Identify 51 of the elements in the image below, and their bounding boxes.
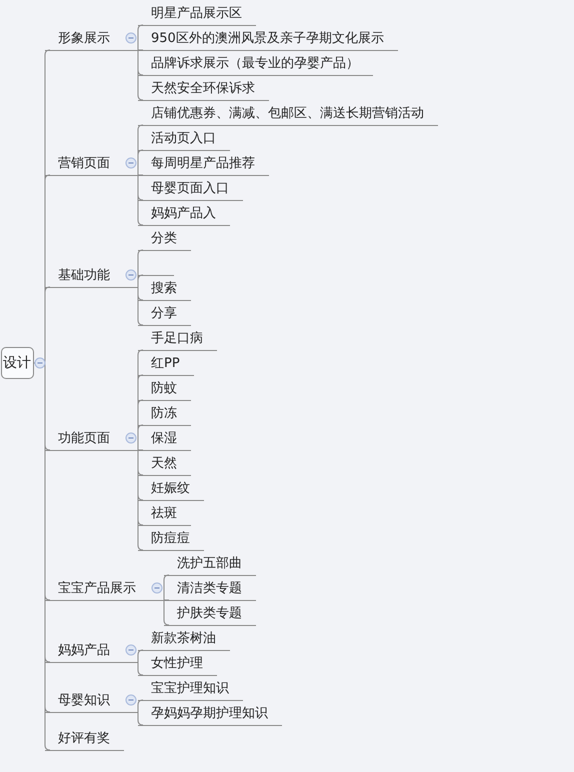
root-topic-box: 设计 <box>1 347 34 379</box>
subtopic: 红PP <box>138 352 194 376</box>
subtopic: 天然 <box>138 452 191 476</box>
subtopic: 明星产品展示区 <box>138 2 256 26</box>
subtopic: 分类 <box>138 227 191 251</box>
subtopic: 女性护理 <box>138 652 217 676</box>
branch-topic: 功能页面 <box>45 427 138 451</box>
connector-line <box>138 274 144 288</box>
subtopic: 新款茶树油 <box>138 627 230 651</box>
connector-line <box>138 174 144 226</box>
subtopic: 防痘痘 <box>138 527 204 551</box>
subtopic: 店铺优惠券、满减、包邮区、满送长期营销活动 <box>138 102 438 126</box>
connector-line <box>138 50 144 100</box>
subtopic: 母婴页面入口 <box>138 177 243 201</box>
subtopic: 孕妈妈孕期护理知识 <box>138 702 282 726</box>
subtopic: 护肤类专题 <box>164 602 256 626</box>
branch-topic: 好评有奖 <box>45 727 124 751</box>
branch-topic: 营销页面 <box>45 152 138 176</box>
subtopic: 保湿 <box>138 427 191 451</box>
subtopic: 950区外的澳洲风景及亲子孕期文化展示 <box>138 27 398 51</box>
connector-line <box>138 174 144 176</box>
connector-line <box>138 712 144 726</box>
connector-line <box>164 600 170 626</box>
connector-line <box>138 650 144 662</box>
subtopic: 妈妈产品入 <box>138 202 230 226</box>
subtopic: 品牌诉求展示（最专业的孕婴产品） <box>138 52 373 76</box>
subtopic: 搜索 <box>138 277 191 301</box>
subtopic: 防冻 <box>138 402 191 426</box>
branch-topic: 基础功能 <box>45 264 138 288</box>
branch-topic: 形象展示 <box>45 27 138 51</box>
subtopic: 防蚊 <box>138 377 191 401</box>
subtopic: 手足口病 <box>138 327 217 351</box>
branch-topic: 宝宝产品展示 <box>45 577 164 601</box>
branch-topic: 妈妈产品 <box>45 639 138 663</box>
subtopic: 活动页入口 <box>138 127 230 151</box>
connector-line <box>164 574 170 600</box>
connector-line <box>138 150 144 176</box>
branch-topic: 母婴知识 <box>45 689 138 713</box>
connector-line <box>138 424 144 450</box>
connector-line <box>138 24 144 50</box>
subtopic: 清洁类专题 <box>164 577 256 601</box>
subtopic: 天然安全环保诉求 <box>138 77 269 101</box>
subtopic: 祛斑 <box>138 502 191 526</box>
subtopic: 每周明星产品推荐 <box>138 152 269 176</box>
subtopic: 妊娠纹 <box>138 477 204 501</box>
subtopic: 洗护五部曲 <box>164 552 256 576</box>
subtopic: 分享 <box>138 302 191 326</box>
connector-line <box>138 662 144 676</box>
connector-line <box>138 286 144 326</box>
subtopic: 宝宝护理知识 <box>138 677 243 701</box>
connector-line <box>138 700 144 712</box>
